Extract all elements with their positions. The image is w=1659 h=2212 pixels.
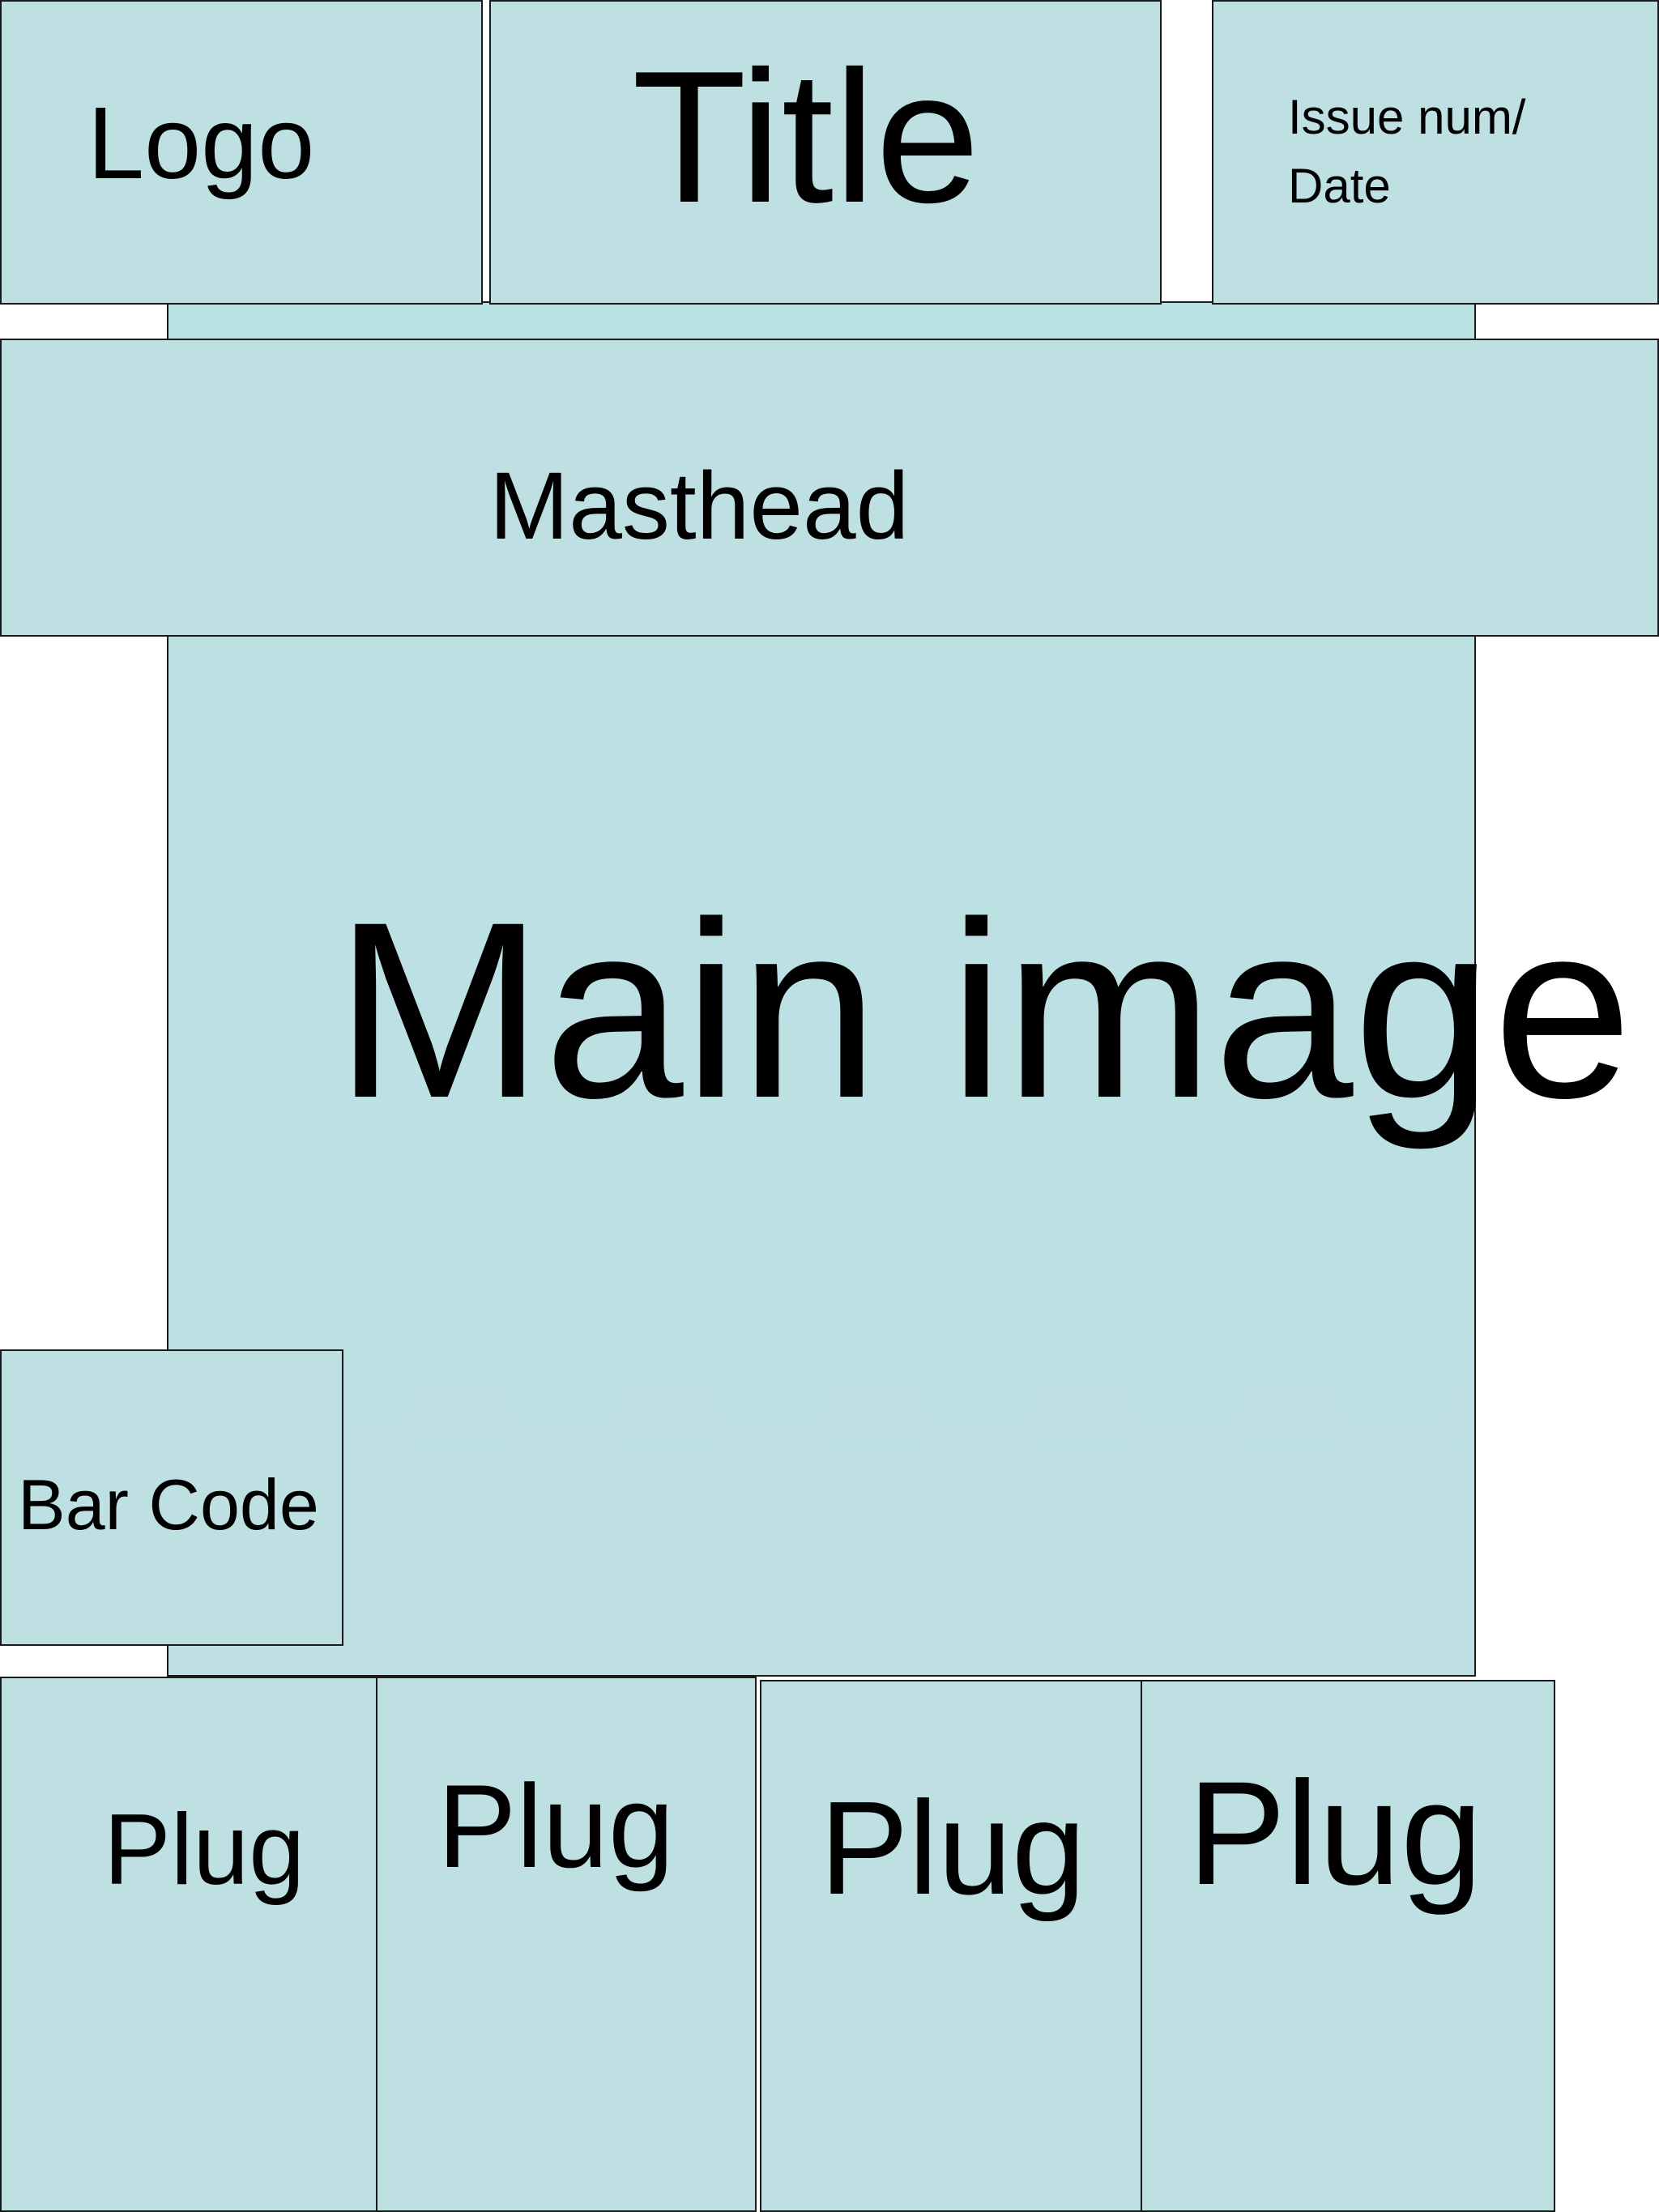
barcode-label: Bar Code bbox=[18, 1464, 319, 1545]
plug-label-3: Plug bbox=[820, 1774, 1086, 1922]
plug-label-1: Plug bbox=[104, 1794, 305, 1906]
plug-box-4: Plug bbox=[1141, 1680, 1555, 2212]
plug-label-4: Plug bbox=[1188, 1750, 1483, 1916]
logo-box: Logo bbox=[0, 0, 483, 305]
plug-box-2: Plug bbox=[376, 1677, 757, 2212]
issue-date-label: Issue num/ Date bbox=[1288, 90, 1526, 213]
plug-box-1: Plug bbox=[0, 1677, 379, 2212]
masthead-label: Masthead bbox=[489, 453, 910, 560]
plug-label-2: Plug bbox=[437, 1760, 675, 1892]
logo-label: Logo bbox=[87, 86, 315, 200]
title-box: Title bbox=[489, 0, 1162, 305]
masthead-box: Masthead bbox=[0, 339, 1659, 637]
barcode-box: Bar Code bbox=[0, 1349, 343, 1646]
title-label: Title bbox=[632, 32, 980, 242]
issue-date-box: Issue num/ Date bbox=[1212, 0, 1659, 305]
main-image-label: Main image bbox=[335, 869, 1633, 1150]
plug-box-3: Plug bbox=[760, 1680, 1144, 2212]
